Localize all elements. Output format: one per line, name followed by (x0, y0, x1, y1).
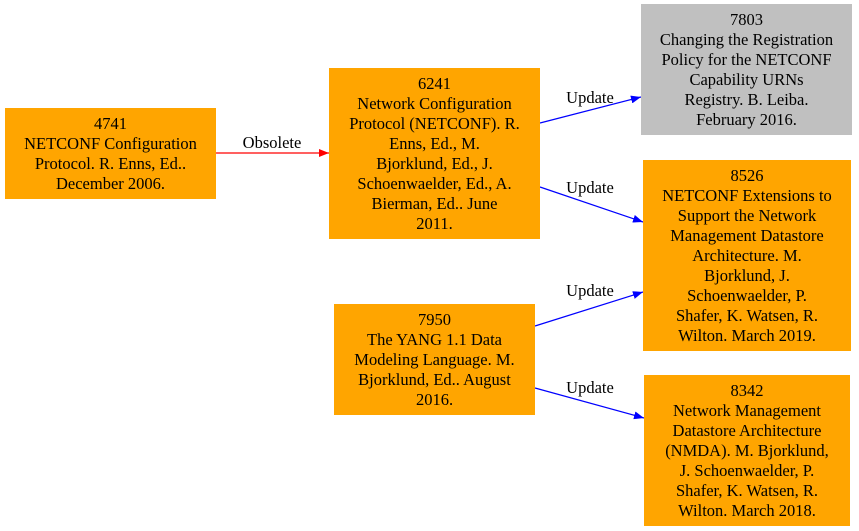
rfc-description-line: Bjorklund, Ed., J. (376, 153, 493, 173)
rfc-description-line: (NMDA). M. Bjorklund, (665, 440, 829, 460)
rfc-description-line: Support the Network (677, 205, 817, 225)
rfc-description-line: Bjorklund, J. (704, 265, 790, 285)
rfc-description-line: 2016. (415, 389, 454, 409)
rfc-description-line: Schoenwaelder, Ed., A. (357, 173, 512, 193)
rfc-description-line: J. Schoenwaelder, P. (679, 460, 815, 480)
rfc-description-line: Policy for the NETCONF (661, 49, 832, 69)
rfc-description-line: NETCONF Extensions to (662, 185, 832, 205)
rfc-description-line: Protocol. R. Enns, Ed.. (34, 153, 187, 173)
rfc-description-line: Registry. B. Leiba. (684, 89, 809, 109)
rfc-description-line: Datastore Architecture (672, 420, 822, 440)
rfc-description-line: Capability URNs (689, 69, 804, 89)
rfc-description-line: Management Datastore (670, 225, 824, 245)
rfc-description-line: Network Configuration (357, 93, 512, 113)
rfc-description-line: Wilton. March 2019. (678, 325, 816, 345)
rfc-description-line: Network Management (673, 400, 821, 420)
edge-label-update: Update (566, 88, 614, 107)
rfc-description-line: Shafer, K. Watsen, R. (675, 305, 819, 325)
rfc-description-line: Enns, Ed., M. (389, 133, 480, 153)
rfc-description-line: The YANG 1.1 Data (366, 329, 503, 349)
rfc-description-line: Wilton. March 2018. (678, 500, 816, 520)
rfc-description-line: Schoenwaelder, P. (687, 285, 807, 305)
rfc-description-line: Changing the Registration (659, 29, 834, 49)
edge-label-update: Update (566, 378, 614, 397)
edge-update-6241-7803 (539, 95, 642, 124)
edge-label-update: Update (566, 281, 614, 300)
rfc-number: 7803 (730, 9, 763, 29)
rfc-description-line: Modeling Language. M. (354, 349, 515, 369)
edge-update-7950-8342 (534, 387, 645, 420)
edge-update-6241-8526 (539, 186, 644, 223)
rfc-description-line: February 2016. (696, 109, 797, 129)
rfc-number: 8342 (730, 380, 764, 400)
rfc-description-line: Bierman, Ed.. June (371, 193, 498, 213)
edge-label-obsolete: Obsolete (243, 133, 302, 152)
rfc-description-line: Protocol (NETCONF). R. (349, 113, 520, 133)
rfc-number: 4741 (94, 113, 127, 133)
rfc-description-line: 2011. (416, 213, 453, 233)
rfc-description-line: Bjorklund, Ed.. August (358, 369, 511, 389)
edge-update-7950-8526 (534, 291, 644, 327)
rfc-description-line: December 2006. (55, 173, 166, 193)
rfc-description-line: Shafer, K. Watsen, R. (675, 480, 819, 500)
rfc-description-line: NETCONF Configuration (24, 133, 197, 153)
rfc-description-line: Architecture. M. (692, 245, 802, 265)
edge-label-update: Update (566, 178, 614, 197)
rfc-number: 6241 (418, 73, 451, 93)
rfc-number: 7950 (418, 309, 451, 329)
rfc-number: 8526 (730, 165, 764, 185)
